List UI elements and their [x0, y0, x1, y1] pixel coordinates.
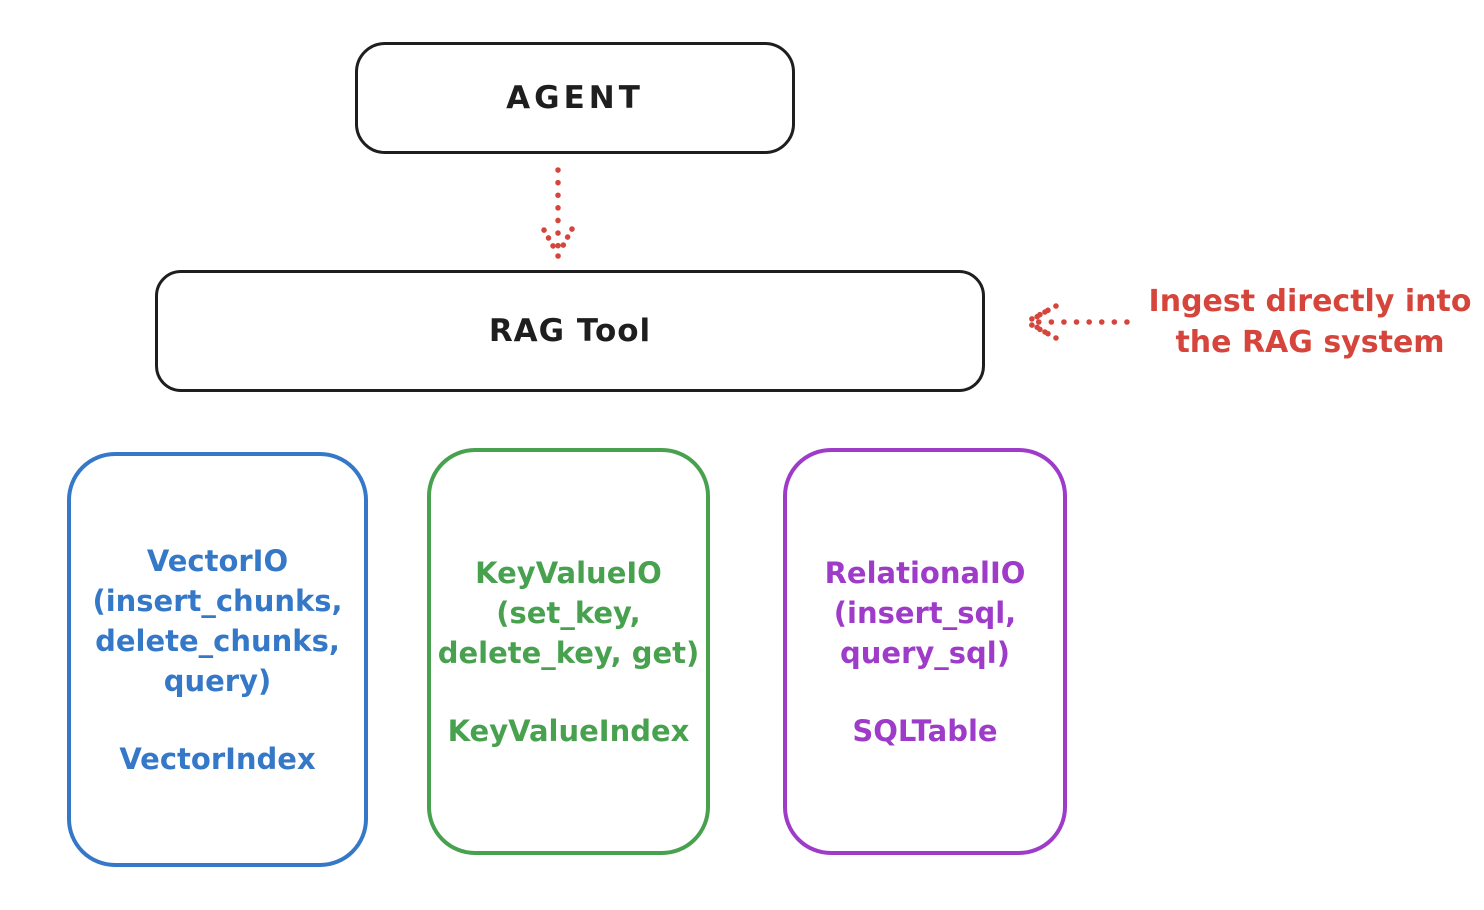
key-value-io-methods-line-2: delete_key, get) — [437, 635, 700, 670]
agent-label: AGENT — [506, 80, 644, 116]
key-value-index-label: KeyValueIndex — [447, 713, 690, 748]
vector-io-title: VectorIO — [146, 543, 289, 578]
relational-io-node[interactable]: RelationalIO (insert_sql, query_sql) SQL… — [783, 448, 1067, 855]
rag-tool-label: RAG Tool — [488, 313, 652, 349]
vector-io-methods-line-2: delete_chunks, — [95, 623, 340, 658]
key-value-io-node[interactable]: KeyValueIO (set_key, delete_key, get) Ke… — [427, 448, 710, 855]
ingest-annotation-line-1: Ingest directly into — [1148, 284, 1472, 319]
relational-io-methods-line-1: (insert_sql, — [833, 595, 1017, 630]
ingest-into-rag-tool-arrow[interactable] — [1025, 303, 1130, 341]
vector-index-label: VectorIndex — [119, 741, 316, 776]
ingest-annotation[interactable]: Ingest directly into the RAG system — [1143, 281, 1477, 363]
relational-io-methods-line-2: query_sql) — [840, 635, 1010, 670]
relational-io-title: RelationalIO — [824, 555, 1026, 590]
rag-tool-node[interactable]: RAG Tool — [155, 270, 985, 392]
key-value-io-methods-line-1: (set_key, — [496, 595, 641, 630]
agent-node[interactable]: AGENT — [355, 42, 795, 154]
vector-io-methods-line-3: query) — [163, 663, 272, 698]
ingest-annotation-line-2: the RAG system — [1175, 325, 1445, 360]
key-value-io-title: KeyValueIO — [475, 555, 662, 590]
sql-table-label: SQLTable — [852, 713, 998, 748]
vector-io-node[interactable]: VectorIO (insert_chunks, delete_chunks, … — [67, 452, 368, 867]
agent-to-rag-tool-arrow[interactable] — [541, 167, 575, 259]
vector-io-methods-line-1: (insert_chunks, — [92, 583, 343, 618]
